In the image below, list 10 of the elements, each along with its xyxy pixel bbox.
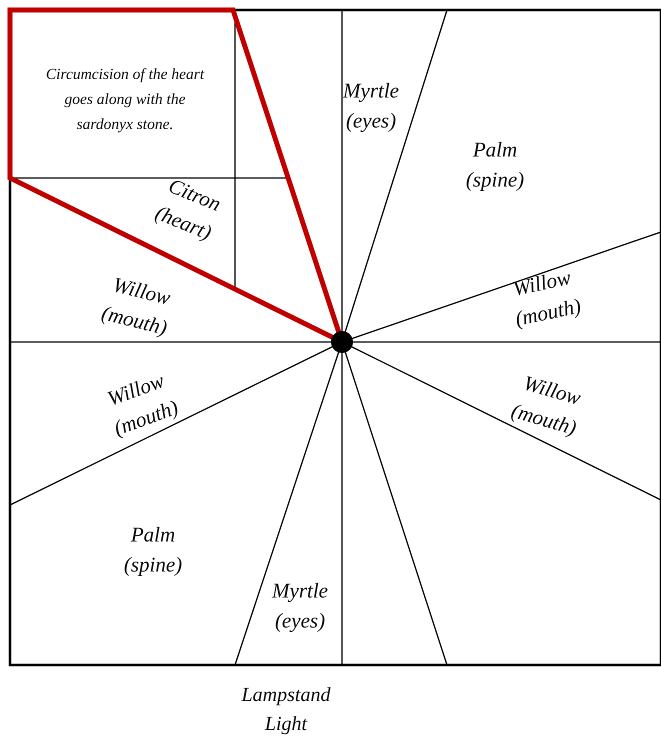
sector-label: Palm (spine) [464, 136, 526, 194]
sector-label: Myrtle (eyes) [342, 78, 400, 135]
sector-label: Palm (spine) [122, 522, 184, 579]
sector-label: Willow (mouth) [508, 370, 585, 442]
sector-label: Willow (mouth) [98, 271, 174, 342]
caption-text: Lampstand Light [240, 683, 332, 737]
sector-label: Myrtle (eyes) [270, 578, 329, 635]
sector-label: Citron (heart) [150, 172, 226, 247]
sector-label: Willow (mouth) [510, 264, 584, 334]
note-text: Circumcision of the heart goes along with the sardonyx stone. [44, 64, 206, 134]
